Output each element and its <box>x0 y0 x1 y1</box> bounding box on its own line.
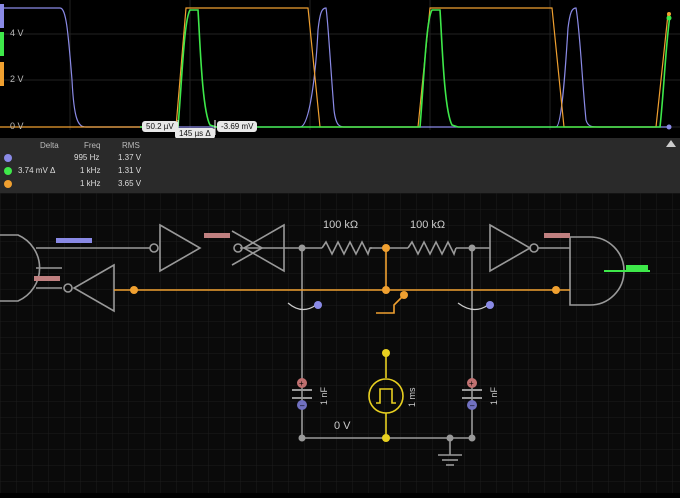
cursor-right-value[interactable]: -3.69 mV <box>217 121 258 132</box>
capacitor-c2: + – <box>462 378 482 410</box>
circuit-canvas[interactable]: + – + – 100 kΩ 100 kΩ 1 nF 1 nF 1 ms 0 <box>0 193 680 493</box>
y-label-0v: 0 V <box>10 121 24 131</box>
clock-label: 1 ms <box>407 387 417 407</box>
cell-delta: 3.74 mV Δ <box>18 166 56 175</box>
series-dot-icon <box>4 167 12 175</box>
capacitor-c2-label: 1 nF <box>489 386 499 405</box>
header-rms: RMS <box>122 141 140 150</box>
cursor-left-value[interactable]: 50.2 µV <box>142 121 178 132</box>
oscilloscope-panel[interactable]: 4 V 2 V 0 V 50.2 µV -3.69 mV 145 µs Δ <box>0 0 680 139</box>
header-freq: Freq <box>84 141 101 150</box>
cursor-delta-time: 145 µs Δ <box>175 128 215 139</box>
cell-freq: 995 Hz <box>74 153 100 162</box>
cell-rms: 1.31 V <box>118 166 142 175</box>
resistor-r2 <box>407 240 457 257</box>
series-dot-icon <box>4 180 12 188</box>
trace-green <box>140 9 671 128</box>
capacitor-c1: + – <box>292 378 312 410</box>
capacitor-c1-label: 1 nF <box>319 386 329 405</box>
collapse-arrow-icon[interactable] <box>666 140 676 147</box>
svg-text:–: – <box>300 401 305 410</box>
cell-freq: 1 kHz <box>80 179 101 188</box>
svg-text:–: – <box>470 401 475 410</box>
trace-purple <box>0 7 668 128</box>
cell-rms: 1.37 V <box>118 153 142 162</box>
trace-orange-selector[interactable] <box>0 62 4 86</box>
circuit-schematic: + – + – <box>0 193 680 493</box>
clock-source <box>368 353 404 438</box>
ground-symbol <box>438 454 462 466</box>
svg-text:+: + <box>469 379 474 388</box>
measurement-table: Delta Freq RMS 995 Hz 1.37 V 3.74 mV Δ 1… <box>0 138 680 193</box>
resistor-r1-label: 100 kΩ <box>323 219 359 231</box>
series-dot-icon <box>4 154 12 162</box>
resistor-r2-label: 100 kΩ <box>410 219 446 231</box>
trace-purple-selector[interactable] <box>0 4 4 28</box>
trace-green-selector[interactable] <box>0 32 4 56</box>
scope-plot <box>0 0 680 135</box>
cell-rms: 3.65 V <box>118 179 142 188</box>
y-label-4v: 4 V <box>10 28 24 38</box>
svg-text:+: + <box>299 379 304 388</box>
resistor-r1 <box>321 240 372 257</box>
header-delta: Delta <box>40 141 59 150</box>
y-label-2v: 2 V <box>10 74 24 84</box>
ground-voltage-label: 0 V <box>334 420 351 432</box>
cell-freq: 1 kHz <box>80 166 101 175</box>
